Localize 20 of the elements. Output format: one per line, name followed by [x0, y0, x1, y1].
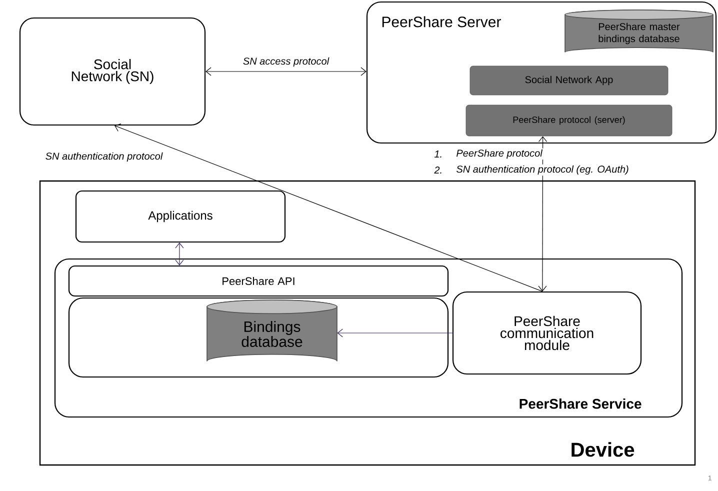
database-cylinder: PeerShare master bindings database — [564, 10, 714, 53]
database-cylinder: Bindings database — [206, 300, 338, 362]
process-box: PeerShare protocol (server) — [466, 104, 672, 136]
arrow — [114, 124, 543, 292]
arrow — [206, 67, 366, 76]
note-text: 1. — [433, 150, 444, 158]
edge-label: SN authentication protocol — [44, 151, 164, 163]
empty-box — [68, 297, 449, 378]
rounded-box: PeerShare API — [68, 265, 449, 297]
rounded-box: Applications — [75, 190, 286, 243]
edge-label: SN access protocol — [242, 56, 330, 68]
arrow — [175, 242, 184, 266]
arrow — [538, 136, 548, 292]
note-text: PeerShare protocol — [455, 148, 544, 160]
note-text: 2. — [433, 166, 444, 174]
rounded-box: Social Network (SN) — [19, 17, 206, 126]
rounded-box: PeerShare communication module — [452, 291, 642, 375]
note-text: SN authentication protocol (eg. OAuth) — [455, 164, 630, 176]
arrow — [337, 328, 453, 338]
process-box: Social Network App — [470, 66, 668, 96]
